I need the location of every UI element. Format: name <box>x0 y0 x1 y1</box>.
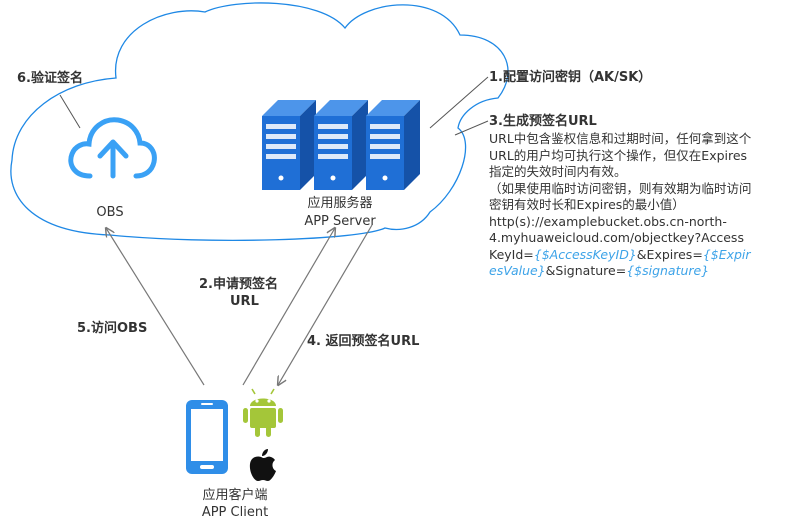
step5-label: 5.访问OBS <box>77 321 148 336</box>
note-line-3: 指定的失效时间内有效。 <box>489 164 627 179</box>
arrow-request-url <box>242 228 335 386</box>
note-line-2: URL的用户均可执行这个操作，但仅在Expires <box>489 147 748 163</box>
url-line-1: http(s)://examplebucket.obs.cn-north- <box>489 213 727 229</box>
url-signature-label: &Signature= <box>545 263 627 278</box>
url-expires-label: &Expires= <box>636 246 703 262</box>
url-line-4: esValue}&Signature={$signature} <box>489 263 789 280</box>
note-line-1: URL中包含鉴权信息和过期时间，任何拿到这个 <box>489 131 752 146</box>
step2-label-line2: URL <box>230 294 259 309</box>
obs-label: OBS <box>96 205 124 220</box>
cloud-upload-icon <box>68 117 157 179</box>
step1-pointer-line <box>429 76 489 129</box>
arrow-return-url <box>278 224 373 385</box>
client-label-cn: 应用客户端 <box>202 488 268 503</box>
step3-title: 3.生成预签名URL <box>489 114 597 129</box>
step4-label: 4. 返回预签名URL <box>307 334 420 349</box>
url-keyid-value: {$AccessKeyID} <box>533 246 637 262</box>
apple-icon <box>249 449 276 481</box>
url-signature-value: {$signature} <box>626 263 710 278</box>
step6-pointer-line <box>59 94 81 129</box>
url-expires-value-part1: {$Expir <box>702 246 751 262</box>
arrow-access-obs <box>106 228 205 386</box>
smartphone-icon <box>186 400 228 474</box>
step1-label: 1.配置访问密钥（AK/SK） <box>489 70 652 85</box>
step2-label-line1: 2.申请预签名 <box>199 277 278 292</box>
step3-pointer-line <box>454 120 489 136</box>
url-line-3: KeyId={$AccessKeyID}&Expires={$Expir <box>489 247 789 264</box>
url-keyid-label: KeyId= <box>489 246 534 262</box>
step3-description: URL中包含鉴权信息和过期时间，任何拿到这个 URL的用户均可执行这个操作，但仅… <box>489 131 789 280</box>
client-label-en: APP Client <box>201 505 269 520</box>
url-expires-value-part2: esValue} <box>489 263 546 278</box>
server-rack-icon <box>262 100 420 190</box>
url-line-2: 4.myhuaweicloud.com/objectkey?Access <box>489 230 744 245</box>
server-label-en: APP Server <box>304 214 376 229</box>
note-line-4: （如果使用临时访问密钥，则有效期为临时访问 <box>489 180 752 196</box>
step6-label: 6.验证签名 <box>17 71 83 86</box>
android-icon <box>243 388 283 437</box>
server-label-cn: 应用服务器 <box>307 196 373 211</box>
note-line-5: 密钥有效时长和Expires的最小值） <box>489 197 685 212</box>
cloud-outline <box>10 2 509 241</box>
